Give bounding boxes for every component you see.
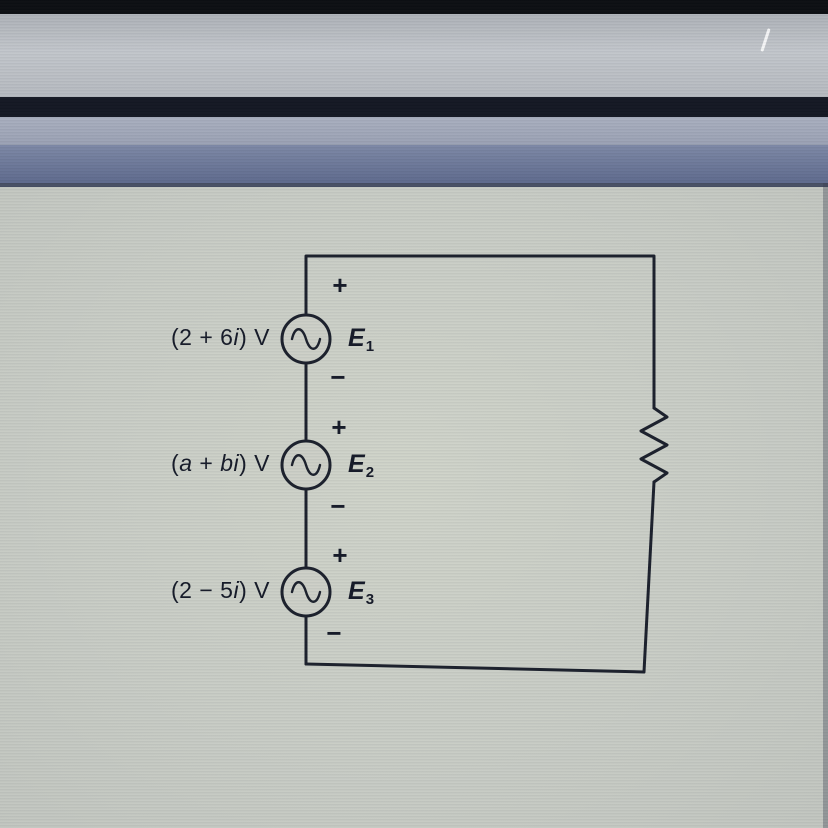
plus-terminal-E3: + xyxy=(332,540,348,570)
diagram-background xyxy=(0,187,828,828)
band-divider-line xyxy=(0,183,828,187)
source-name-base-E3: E xyxy=(348,577,365,605)
sine-wave-icon-3 xyxy=(290,581,322,603)
source-value-label-E1: (2 + 6i) V xyxy=(171,324,270,350)
source-name-E1: E1 xyxy=(348,324,374,355)
ac-source-E3 xyxy=(280,566,332,618)
slate-blue-band xyxy=(0,145,828,183)
source-name-base-E2: E xyxy=(348,450,365,478)
sine-wave-icon-2 xyxy=(290,454,322,476)
upper-gray-band xyxy=(0,14,828,97)
plus-terminal-E1: + xyxy=(332,270,348,300)
wire-bottom xyxy=(304,480,656,674)
source-name-sub-E3: 3 xyxy=(365,591,375,608)
source-name-sub-E2: 2 xyxy=(365,464,375,481)
sine-wave-icon-1 xyxy=(290,328,322,350)
source-name-sub-E1: 1 xyxy=(365,338,375,355)
ac-source-E1 xyxy=(280,313,332,365)
screen-edge-shadow xyxy=(823,183,828,828)
ac-source-E2 xyxy=(280,439,332,491)
minus-terminal-E2: − xyxy=(330,491,346,521)
plus-terminal-E2: + xyxy=(331,412,347,442)
dark-navy-bar xyxy=(0,97,828,117)
source-name-base-E1: E xyxy=(348,324,365,352)
minus-terminal-E1: − xyxy=(330,362,346,392)
resistor-zigzag-icon xyxy=(639,406,669,484)
source-name-E3: E3 xyxy=(348,577,374,608)
minus-terminal-E3: − xyxy=(326,618,342,648)
top-black-bar xyxy=(0,0,828,14)
source-name-E2: E2 xyxy=(348,450,374,481)
source-value-label-E3: (2 − 5i) V xyxy=(171,577,270,603)
slate-light-band xyxy=(0,117,828,145)
source-value-label-E2: (a + bi) V xyxy=(171,450,270,476)
